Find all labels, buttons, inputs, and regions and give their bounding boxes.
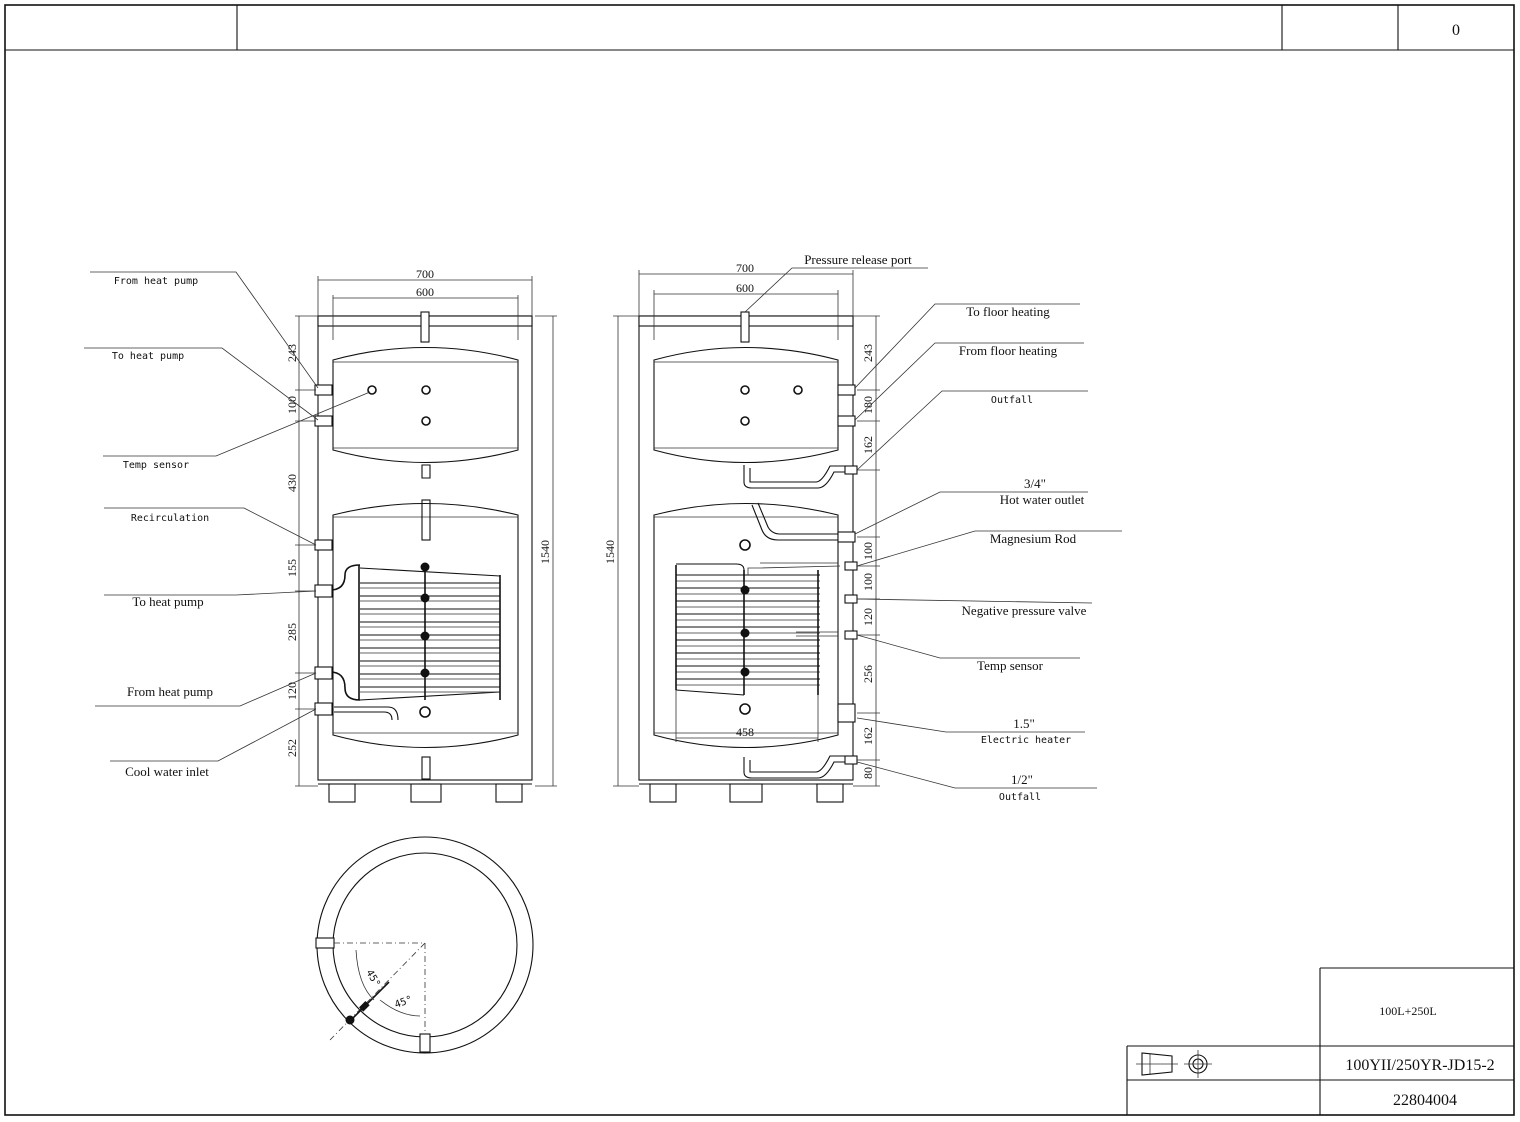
right-dim-80: 80 [861, 767, 875, 779]
label-outfall-top: Outfall [991, 395, 1033, 406]
label-cool-water-inlet: Cool water inlet [125, 764, 209, 779]
label-heater-size: 1.5" [1013, 716, 1035, 731]
left-dim-100: 100 [285, 396, 299, 414]
label-from-heat-pump: From heat pump [127, 684, 213, 699]
label-magnesium-rod: Magnesium Rod [990, 531, 1077, 546]
right-tank-view [638, 311, 858, 803]
drawing-frame: 0 [4, 4, 1515, 1116]
label-recirculation: Recirculation [131, 513, 209, 524]
top-view-angle-b: 45° [393, 994, 414, 1011]
right-dim-256: 256 [861, 665, 875, 683]
label-hot-water-size: 3/4" [1024, 476, 1046, 491]
left-dim-700: 700 [416, 267, 434, 281]
left-tank-view [314, 311, 533, 803]
top-view-angle-a: 45° [363, 968, 382, 989]
label-electric-heater: Electric heater [981, 735, 1071, 746]
right-heating-coil [675, 562, 841, 696]
left-dim-243: 243 [285, 344, 299, 362]
label-temp-sensor-left: Temp sensor [123, 460, 189, 471]
left-heating-coil [329, 562, 501, 701]
right-dim-243: 243 [861, 344, 875, 362]
left-dim-120: 120 [285, 682, 299, 700]
left-dim-155: 155 [285, 559, 299, 577]
label-temp-sensor-right: Temp sensor [977, 658, 1044, 673]
label-negative-pressure-valve: Negative pressure valve [962, 603, 1087, 618]
right-dim-120: 120 [861, 608, 875, 626]
label-from-heat-pump-top: From heat pump [114, 276, 198, 287]
right-dim-1540: 1540 [603, 540, 617, 564]
left-dim-285: 285 [285, 623, 299, 641]
label-hot-water-outlet: Hot water outlet [1000, 492, 1085, 507]
label-pressure-release-port: Pressure release port [804, 252, 912, 267]
capacity-label: 100L+250L [1379, 1004, 1436, 1018]
label-outfall-bottom: Outfall [999, 792, 1041, 803]
right-dim-458: 458 [736, 725, 754, 739]
right-dim-100a: 100 [861, 542, 875, 560]
right-dim-162-bottom: 162 [861, 727, 875, 745]
first-angle-projection-icon [1136, 1050, 1212, 1078]
left-view-dimensions: 700 600 1540 243 100 430 155 285 120 252 [285, 267, 557, 787]
right-dim-162-top: 162 [861, 436, 875, 454]
top-view-plan: 45° 45° [315, 836, 534, 1054]
label-to-floor-heating: To floor heating [966, 304, 1050, 319]
right-dim-180: 180 [861, 396, 875, 414]
left-view-callouts: From heat pump To heat pump Temp sensor … [84, 271, 371, 779]
left-dim-600: 600 [416, 285, 434, 299]
right-view-callouts: Pressure release port To floor heating F… [744, 252, 1122, 803]
drawing-number: 22804004 [1393, 1092, 1457, 1109]
right-dim-700: 700 [736, 261, 754, 275]
title-block: 100L+250L 100YII/250YR-JD15-2 22804004 [1126, 967, 1514, 1115]
label-from-floor-heating: From floor heating [959, 343, 1058, 358]
label-to-heat-pump-top: To heat pump [112, 351, 184, 362]
right-dim-600: 600 [736, 281, 754, 295]
sheet-number: 0 [1452, 22, 1460, 39]
right-dim-100b: 100 [861, 573, 875, 591]
right-view-dimensions: 700 600 1540 243 180 162 100 100 120 256… [603, 261, 880, 787]
left-dim-430: 430 [285, 474, 299, 492]
label-outfall-size: 1/2" [1011, 772, 1033, 787]
left-dim-1540: 1540 [538, 540, 552, 564]
label-to-heat-pump: To heat pump [132, 594, 203, 609]
left-dim-252: 252 [285, 739, 299, 757]
model-number: 100YII/250YR-JD15-2 [1345, 1057, 1494, 1074]
